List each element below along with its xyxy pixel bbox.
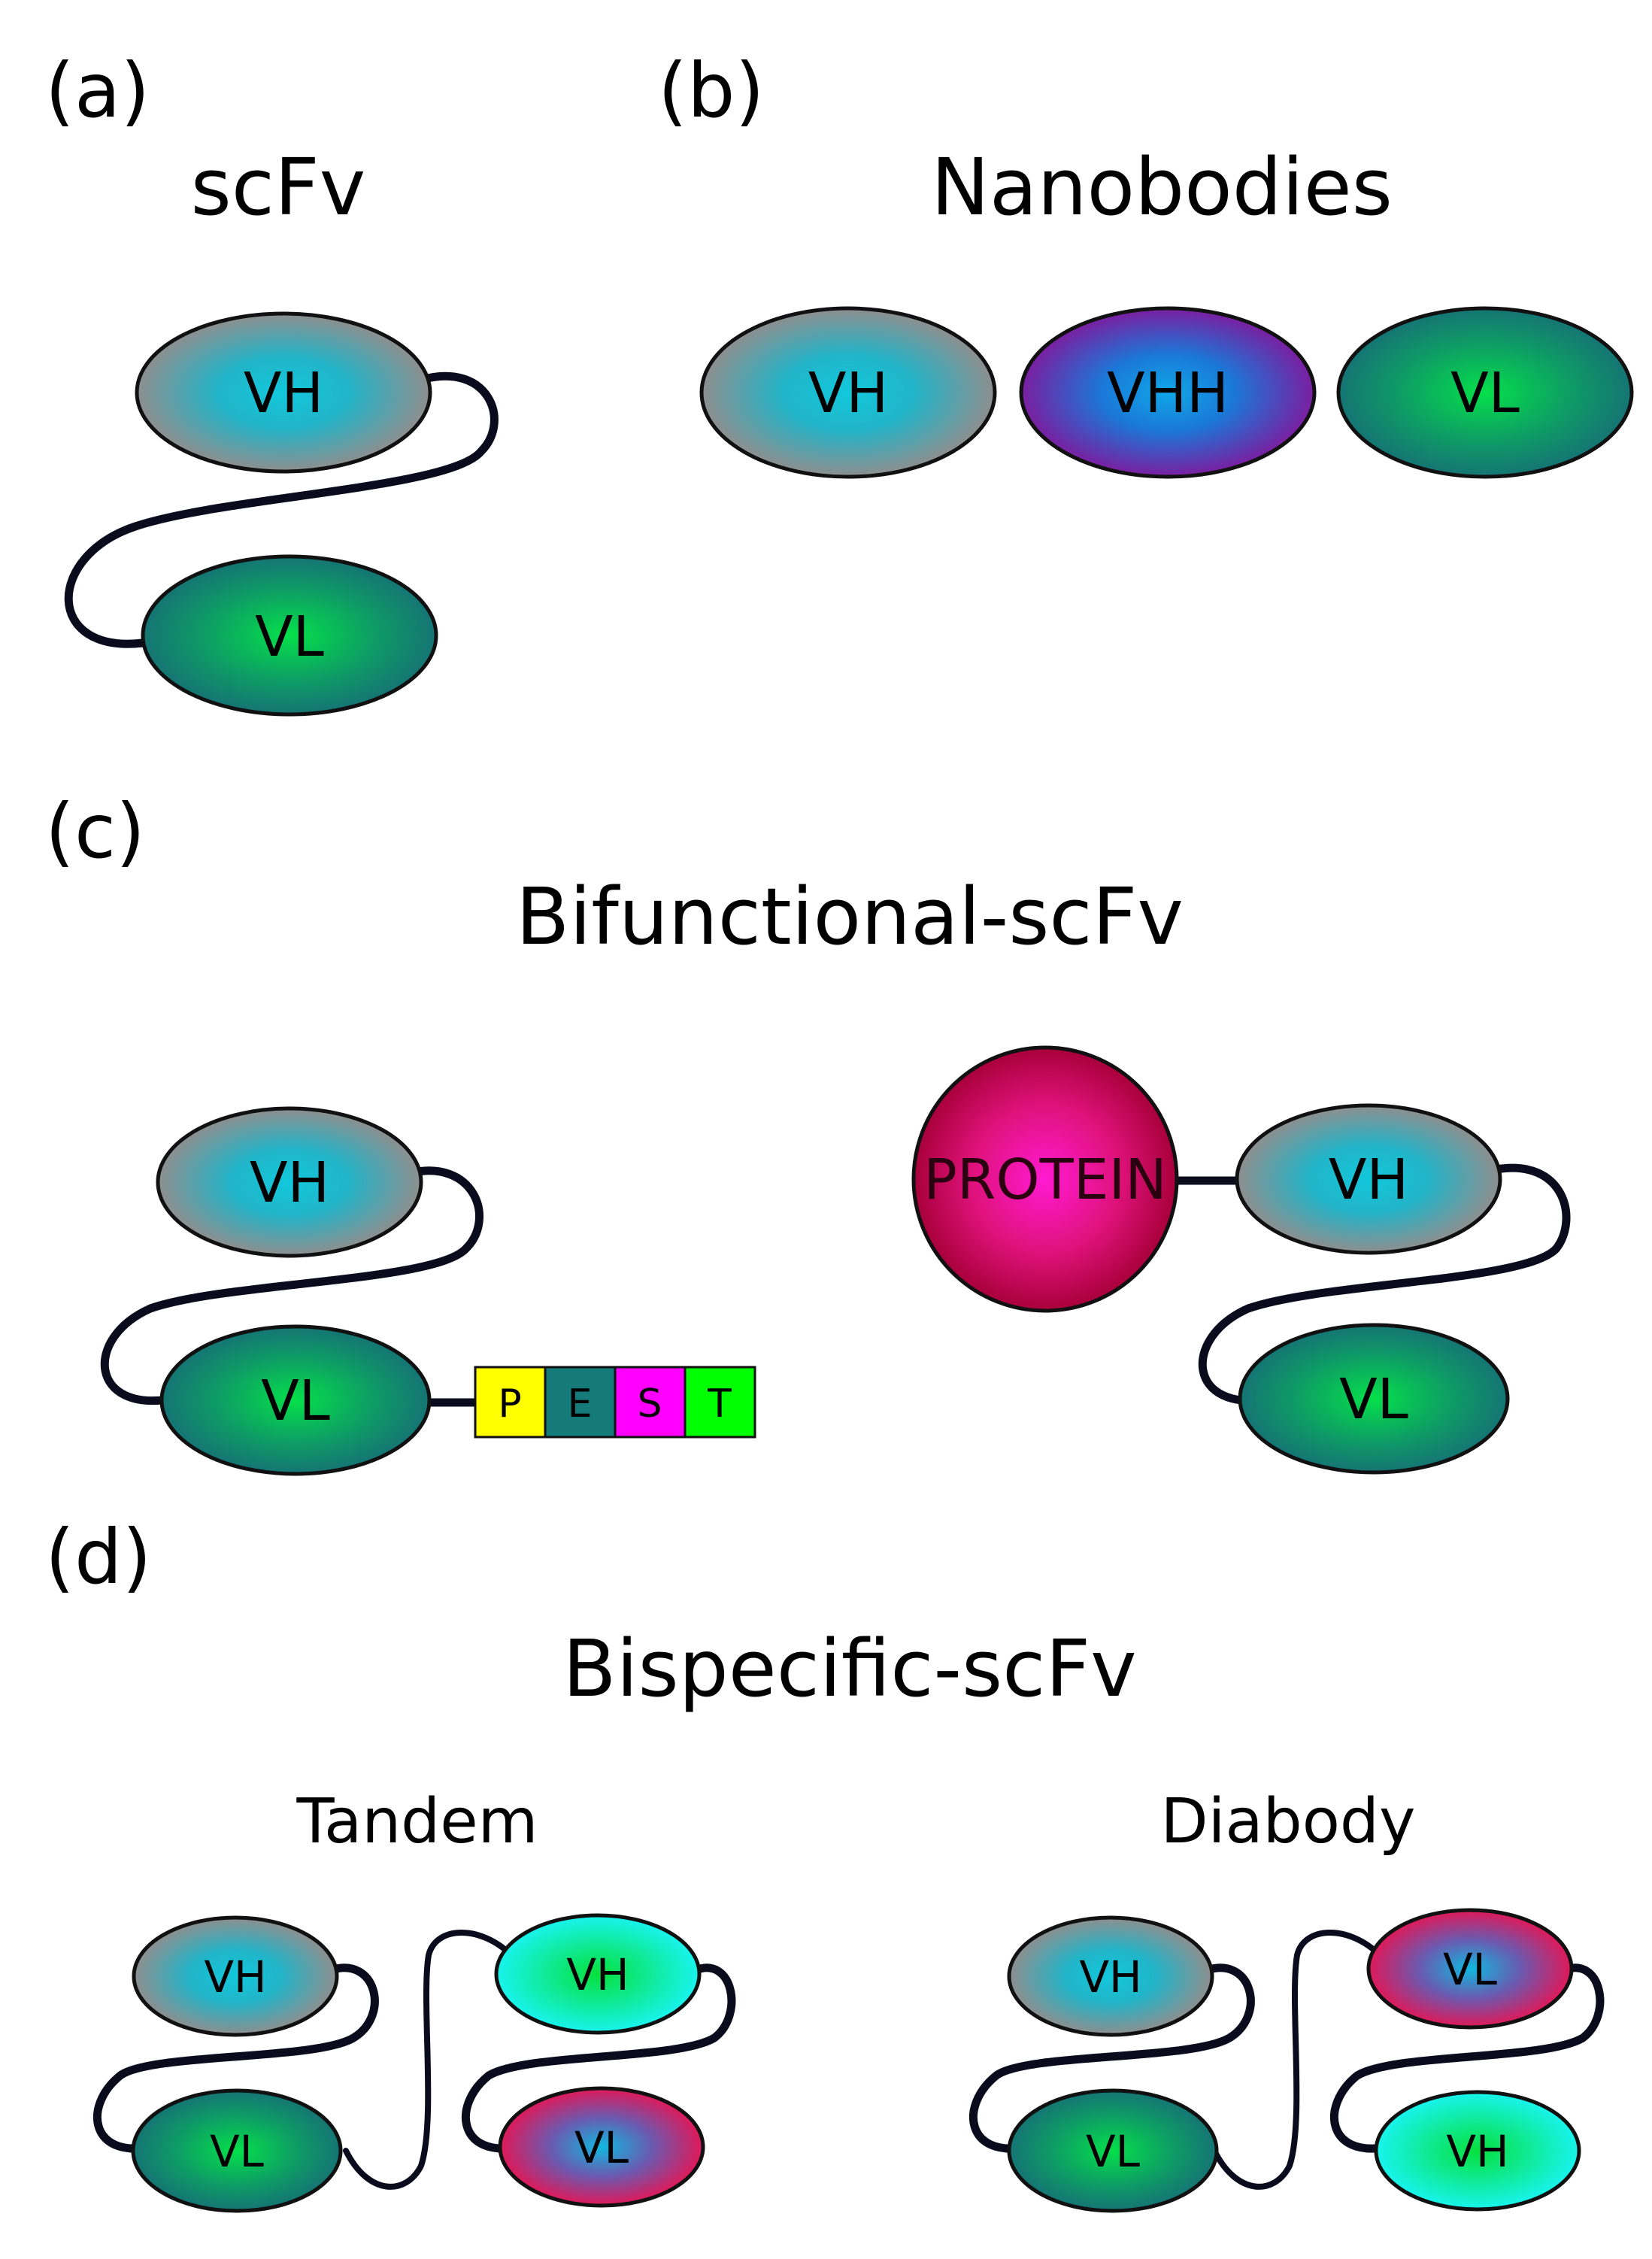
diabody-vh1-domain (1007, 1915, 1214, 2037)
tandem-vh1-label: VH (204, 1951, 266, 2003)
panel-d-letter: (d) (45, 1513, 152, 1601)
diabody-vh2-label: VH (1446, 2126, 1508, 2177)
pest-e-label: E (568, 1381, 593, 1427)
vh-label: VH (244, 361, 323, 426)
protein-scfv-linker (1198, 1163, 1571, 1405)
vl-domain (159, 1324, 432, 1476)
panel-a: (a) scFv VH VL (45, 47, 499, 717)
tandem-linker-3 (461, 1963, 736, 2153)
vh-label: VH (250, 1151, 329, 1215)
tandem-vl2-domain (498, 2086, 705, 2208)
vh-label: VH (1329, 1148, 1408, 1212)
tandem-vh2-domain (494, 1913, 702, 2035)
diabody-vl1-domain (1007, 2088, 1219, 2213)
vl-label: VL (255, 605, 324, 669)
diabody-label: Diabody (1161, 1786, 1416, 1857)
pest-s-label: S (637, 1381, 662, 1427)
diabody-vl2-domain (1366, 1908, 1574, 2030)
nanobody-vl-domain (1336, 306, 1634, 479)
nanobody-vhh-label: VHH (1107, 361, 1229, 426)
panel-d: (d) Bispecific-scFv Tandem VH VL VH VL D… (45, 1513, 1605, 2213)
protein-scfv-construct: PROTEIN VH VL (911, 1045, 1571, 1475)
diabody-construct: Diabody VH VL VL VH (968, 1786, 1605, 2213)
vl-domain (141, 554, 438, 717)
scfv-linker (64, 371, 499, 648)
vh-domain (156, 1106, 423, 1258)
vl-label: VL (261, 1369, 330, 1433)
tandem-vh2-label: VH (566, 1949, 629, 2000)
diabody-vl1-label: VL (1086, 2126, 1140, 2177)
nanobody-vh-label: VH (808, 361, 888, 426)
diabody-linker-3 (1329, 1963, 1605, 2153)
panel-c: (c) Bifunctional-scFv VH VL P E S T (45, 787, 1571, 1476)
pest-t-box (684, 1366, 756, 1439)
nanobody-vh-domain (699, 306, 997, 479)
tandem-linker-1 (92, 1963, 379, 2153)
pest-p-box (474, 1366, 547, 1439)
panel-d-title: Bispecific-scFv (562, 1623, 1136, 1715)
diabody-vh2-domain (1374, 2090, 1581, 2212)
protein-label: PROTEIN (923, 1148, 1166, 1212)
tandem-vl1-label: VL (210, 2126, 264, 2177)
vl-domain (1238, 1323, 1510, 1475)
pest-t-label: T (707, 1381, 732, 1427)
panel-b-letter: (b) (658, 47, 765, 135)
pest-e-box (544, 1366, 617, 1439)
panel-c-letter: (c) (45, 787, 145, 875)
tandem-linker-2 (343, 1930, 514, 2190)
nanobody-vhh-domain (1019, 306, 1317, 479)
panel-b-title: Nanobodies (931, 141, 1393, 233)
diabody-vl2-label: VL (1443, 1944, 1497, 1995)
panel-a-letter: (a) (45, 47, 150, 135)
diabody-vh1-label: VH (1079, 1951, 1141, 2003)
vl-label: VL (1339, 1367, 1408, 1432)
protein-domain (911, 1045, 1179, 1313)
tandem-vl1-domain (131, 2088, 343, 2213)
vh-domain (135, 311, 432, 474)
diabody-linker-2 (1211, 1930, 1383, 2190)
scfv-pest-construct: VH VL P E S T (100, 1106, 756, 1476)
vh-domain (1235, 1103, 1502, 1255)
pest-s-box (614, 1366, 687, 1439)
panel-a-title: scFv (191, 141, 366, 233)
pest-sequence-tag: P E S T (474, 1366, 756, 1439)
tandem-vl2-label: VL (574, 2122, 629, 2173)
panel-b: (b) Nanobodies VH VHH VL (658, 47, 1634, 479)
scfv-pest-linker (100, 1166, 483, 1405)
diabody-linker-1 (968, 1963, 1255, 2153)
tandem-vh1-domain (132, 1915, 339, 2037)
pest-p-label: P (498, 1381, 521, 1427)
tandem-label: Tandem (296, 1786, 538, 1857)
panel-c-title: Bifunctional-scFv (516, 871, 1184, 963)
tandem-construct: Tandem VH VL VH VL (92, 1786, 736, 2213)
nanobody-vl-label: VL (1450, 361, 1520, 426)
